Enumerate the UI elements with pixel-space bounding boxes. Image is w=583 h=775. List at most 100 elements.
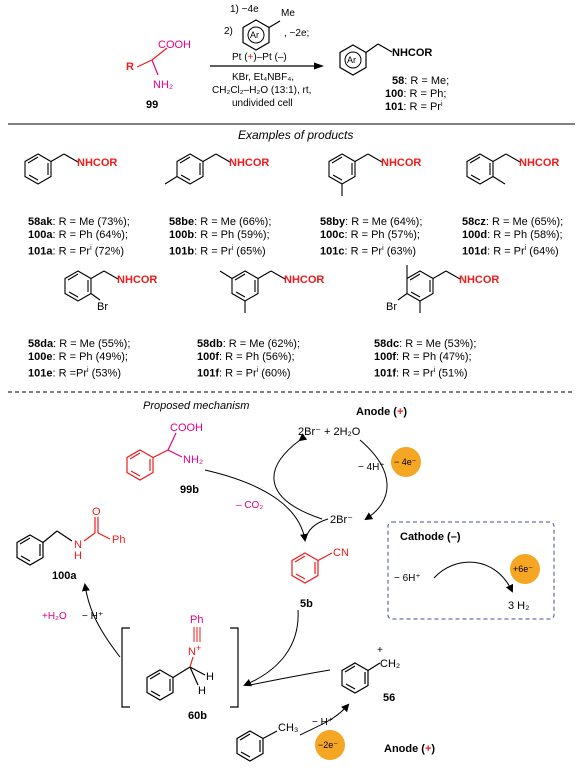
99b-nh2: NH₂ — [183, 454, 203, 466]
56-ch2: CH₂ — [380, 658, 400, 670]
yield-end: (72%) — [91, 245, 125, 258]
example-caption-line: 58cz: R = Me (65%); — [462, 216, 563, 229]
compound-number: 101a — [28, 245, 53, 258]
yield-text: : R = Pr — [344, 245, 383, 258]
anode-bottom-label: Anode (+) — [384, 743, 435, 755]
yield-text: : R = Ph (47%); — [396, 351, 472, 363]
minus-6h: − 6H⁺ — [394, 573, 421, 584]
example-caption-line: 100e: R = Ph (49%); — [28, 351, 130, 364]
yield-text: : R = Me (55%); — [53, 338, 131, 350]
bracket-60b — [121, 627, 239, 708]
yield-end: (64%) — [526, 245, 559, 258]
compound-number: 58ak — [28, 216, 53, 228]
product-58: 58: R = Me; — [392, 75, 449, 87]
yield-text: : R = Pr — [396, 367, 434, 380]
minus-h-left: − H⁺ — [82, 611, 103, 622]
mechanism-title: Proposed mechanism — [143, 400, 249, 412]
toluene-ch3: CH₃ — [278, 722, 298, 734]
compound-number: 101f — [197, 367, 220, 380]
example-caption-line: 101d: R = Pri (64%) — [462, 242, 563, 259]
struct-58dc — [397, 265, 461, 313]
label-60b: 60b — [188, 710, 207, 722]
compound-number: 58db — [197, 338, 223, 350]
compound-number: 100a — [28, 229, 53, 241]
struct-58by — [328, 153, 383, 196]
cathode-box — [387, 521, 555, 620]
yield-text: : R = Ph (57%); — [344, 229, 420, 241]
minus-co2: – CO₂ — [236, 500, 263, 511]
yield-text: : R = Me (66%); — [194, 216, 272, 228]
arrow-99b-to-5b — [204, 469, 308, 542]
struct-5b — [291, 552, 333, 584]
compound-number: 101b — [169, 245, 195, 258]
compound-number: 100f — [197, 351, 220, 363]
br-58da: Br — [97, 301, 108, 313]
plus-h2o: +H₂O — [42, 611, 67, 622]
sm-number: 99 — [146, 99, 158, 111]
yield-text: : R = Ph (58%); — [487, 229, 563, 241]
nhcor-58by: NHCOR — [381, 157, 421, 169]
compound-number: 101c — [320, 245, 345, 258]
product-ring — [339, 43, 393, 76]
bromide-cycle-arc — [273, 433, 323, 520]
example-caption-line: 58by: R = Me (64%); — [320, 216, 422, 229]
yield-text: : R = Pr — [219, 367, 257, 380]
yield-text: : R = Me (73%); — [52, 216, 130, 228]
minus-h-bottom: − H⁺ — [312, 717, 333, 728]
product-ar: Ar — [347, 55, 356, 65]
100a-o: O — [92, 506, 101, 518]
example-caption-line: 101b: R = Pri (65%) — [169, 242, 271, 259]
arrow-56-to-60b — [249, 669, 331, 686]
100a-h: H — [74, 550, 82, 562]
example-caption: 58da: R = Me (55%);100e: R = Ph (49%);10… — [28, 338, 130, 381]
struct-99b — [126, 432, 183, 481]
mechanism-divider — [8, 391, 575, 393]
label-100a: 100a — [52, 570, 77, 582]
compound-number: 100b — [169, 229, 195, 241]
examples-structures: NHCOR NHCOR NHCOR NHCOR NHCOR NHCOR NHCO… — [24, 153, 559, 313]
reagent-ring — [242, 19, 281, 51]
br-58dc: Br — [386, 301, 397, 313]
arrow-5b-to-60b — [243, 609, 299, 687]
example-caption-line: 58db: R = Me (62%); — [197, 338, 300, 351]
superscript-i: i — [433, 367, 436, 374]
60b-h1: H — [206, 671, 214, 683]
yield-text: : R = Pr — [194, 245, 232, 258]
compound-number: 58by — [320, 216, 346, 228]
example-caption-line: 100c: R = Ph (57%); — [320, 229, 422, 242]
cathode-label: Cathode (–) — [400, 531, 461, 543]
plus-6e: +6e⁻ — [513, 564, 533, 574]
yield-end: (63%) — [383, 245, 417, 258]
yield-end: (51%) — [435, 367, 468, 380]
yield-text: : R = Ph (49%); — [52, 351, 128, 363]
example-caption-line: 100b: R = Ph (59%); — [169, 229, 271, 242]
example-caption: 58be: R = Me (66%);100b: R = Ph (59%);10… — [169, 216, 271, 259]
h2-product: 3 H₂ — [508, 600, 529, 612]
nhcor-58be: NHCOR — [229, 157, 269, 169]
bromide: 2Br⁻ — [330, 514, 353, 526]
compound-number: 58da — [28, 338, 54, 350]
yield-text: : R = Ph (64%); — [52, 229, 128, 241]
example-caption: 58ak: R = Me (73%);100a: R = Ph (64%);10… — [28, 216, 130, 259]
superscript-i: i — [382, 245, 384, 252]
reagent-minus2e: , −2e; — [284, 28, 309, 39]
nhcor-58dc: NHCOR — [459, 274, 499, 286]
example-caption: 58cz: R = Me (65%);100d: R = Ph (58%);10… — [462, 216, 563, 259]
yield-end: (65%) — [233, 245, 266, 258]
nhcor-58db: NHCOR — [284, 274, 324, 286]
100a-n: N — [74, 539, 82, 551]
struct-58be — [164, 153, 231, 185]
reaction-scheme: 1) −4e 2) Ar Me , −2e; Pt (+)–Pt (–) KBr… — [8, 4, 575, 125]
struct-58cz — [466, 153, 521, 185]
yield-text: : R = Me (53%); — [399, 338, 477, 350]
amino-acid-99 — [136, 47, 168, 76]
example-caption-line: 101f: R = Pri (60%) — [197, 364, 300, 381]
yield-text: : R = Pr — [487, 245, 525, 258]
reagent-me: Me — [281, 8, 295, 19]
minus-4e-bubble — [391, 447, 421, 477]
100a-ph: Ph — [112, 534, 125, 546]
product-101: 101: R = Pri — [385, 101, 443, 113]
struct-58da — [64, 270, 119, 302]
example-caption-line: 101a: R = Pri (72%) — [28, 242, 130, 259]
mechanism-diagram: Proposed mechanism Anode (+) 2Br⁻ + 2H₂O… — [16, 400, 555, 762]
